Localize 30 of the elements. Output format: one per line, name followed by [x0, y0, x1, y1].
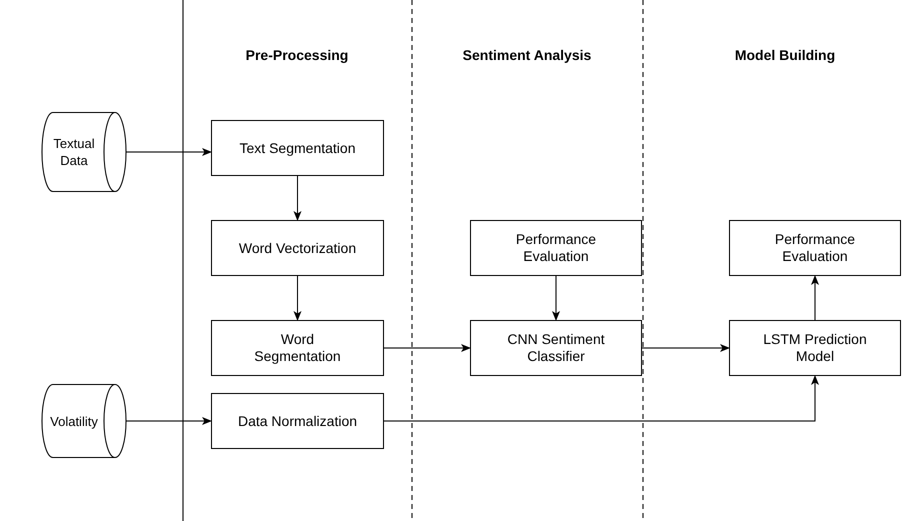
process-box: [211, 120, 384, 176]
process-box: [211, 393, 384, 449]
arrow: [126, 148, 212, 156]
node-text: LSTM Prediction Model: [762, 331, 868, 365]
node-text: Word Segmentation: [253, 331, 342, 365]
node-text: Text Segmentation: [238, 140, 356, 156]
arrow: [552, 276, 560, 321]
process-box: [211, 220, 384, 276]
node-text: Performance Evaluation: [774, 231, 856, 265]
arrow: [384, 375, 819, 422]
arrow: [294, 176, 302, 221]
node-text: CNN Sentiment Classifier: [506, 331, 606, 365]
node-text: Performance Evaluation: [514, 231, 598, 265]
arrow: [126, 417, 212, 425]
node-text: Data Normalization: [236, 412, 358, 430]
arrow: [642, 344, 730, 352]
node-text: Textual Data: [52, 135, 96, 169]
lane-heading: Sentiment Analysis: [462, 46, 592, 64]
process-box: [211, 320, 384, 376]
lane-heading: Model Building: [734, 46, 836, 64]
arrow: [811, 275, 819, 320]
lane-heading: Pre-Processing: [244, 46, 350, 64]
process-box: [729, 320, 901, 376]
process-box: [470, 220, 642, 276]
arrow: [294, 276, 302, 321]
process-box: [470, 320, 642, 376]
node-text: Word Vectorization: [238, 240, 358, 256]
process-box: [729, 220, 901, 276]
arrow: [384, 344, 471, 352]
node-text: Volatility: [49, 412, 99, 430]
